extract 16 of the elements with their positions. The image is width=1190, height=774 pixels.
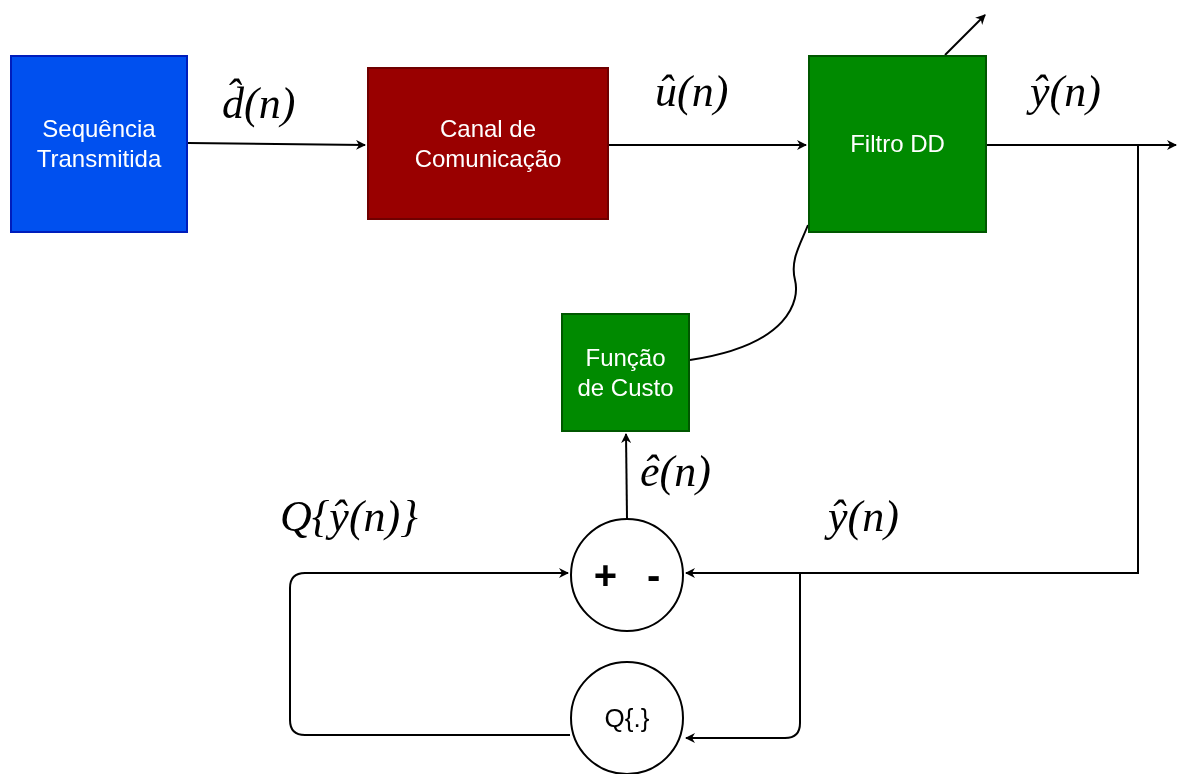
node-label: Q{.} <box>603 701 651 735</box>
node-label: Filtro DD <box>849 129 946 159</box>
process-box <box>367 67 609 220</box>
node-label: - <box>646 552 662 599</box>
arrow <box>621 433 632 519</box>
process-box <box>808 55 987 233</box>
node-label: Canal de Comunicação <box>413 113 563 174</box>
node-label: Função de Custo <box>576 342 675 403</box>
node-label: + <box>592 552 618 599</box>
arrow <box>608 140 807 150</box>
process-box <box>561 313 690 432</box>
node-label: Sequência Transmitida <box>35 114 163 174</box>
arrow <box>685 144 1139 743</box>
arrow <box>187 139 366 150</box>
process-box <box>10 55 188 233</box>
arrow <box>289 568 571 736</box>
